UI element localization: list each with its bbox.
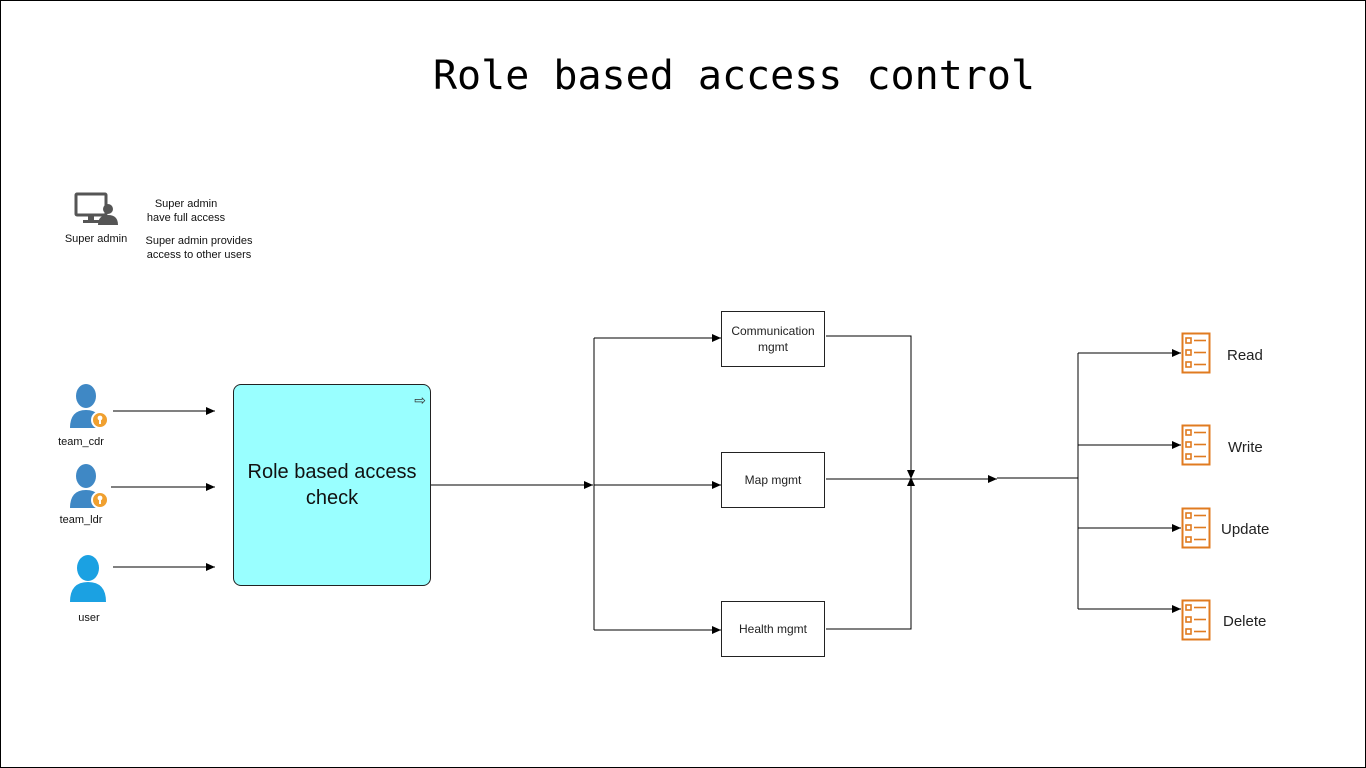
module-map-mgmt: Map mgmt [721, 452, 825, 508]
module-label: Map mgmt [744, 473, 802, 487]
team-ldr-icon [68, 463, 110, 511]
user-label-team-cdr: team_cdr [58, 436, 104, 448]
super-admin-note-provides-access: Super admin provides access to other use… [145, 235, 253, 261]
user-icon [68, 555, 110, 603]
module-label: Communication mgmt [731, 324, 815, 354]
user-label-team-ldr: team_ldr [59, 514, 103, 526]
role-based-access-check-label: Role based access check [247, 461, 417, 509]
super-admin-note-full-access: Super admin have full access [146, 198, 226, 224]
super-admin-icon [74, 191, 120, 227]
module-health-mgmt: Health mgmt [721, 601, 825, 657]
comm-to-merge [826, 335, 915, 479]
write-list-icon [1181, 424, 1211, 466]
module-communication-mgmt: Communication mgmt [721, 311, 825, 367]
operation-label-update: Update [1221, 521, 1270, 538]
super-admin-label: Super admin [64, 233, 128, 245]
read-list-icon [1181, 332, 1211, 374]
team-cdr-icon [68, 383, 110, 431]
update-list-icon [1181, 507, 1211, 549]
process-arrow-icon: ⇨ [414, 392, 426, 408]
role-based-access-check-box: ⇨ Role based access check [233, 384, 431, 586]
user-label-user: user [78, 612, 100, 624]
health-to-merge [826, 477, 915, 630]
operation-label-read: Read [1227, 347, 1263, 364]
page-title: Role based access control [432, 53, 1036, 99]
operation-label-write: Write [1228, 439, 1263, 456]
module-label: Health mgmt [738, 622, 808, 636]
operation-label-delete: Delete [1223, 613, 1267, 630]
delete-list-icon [1181, 599, 1211, 641]
